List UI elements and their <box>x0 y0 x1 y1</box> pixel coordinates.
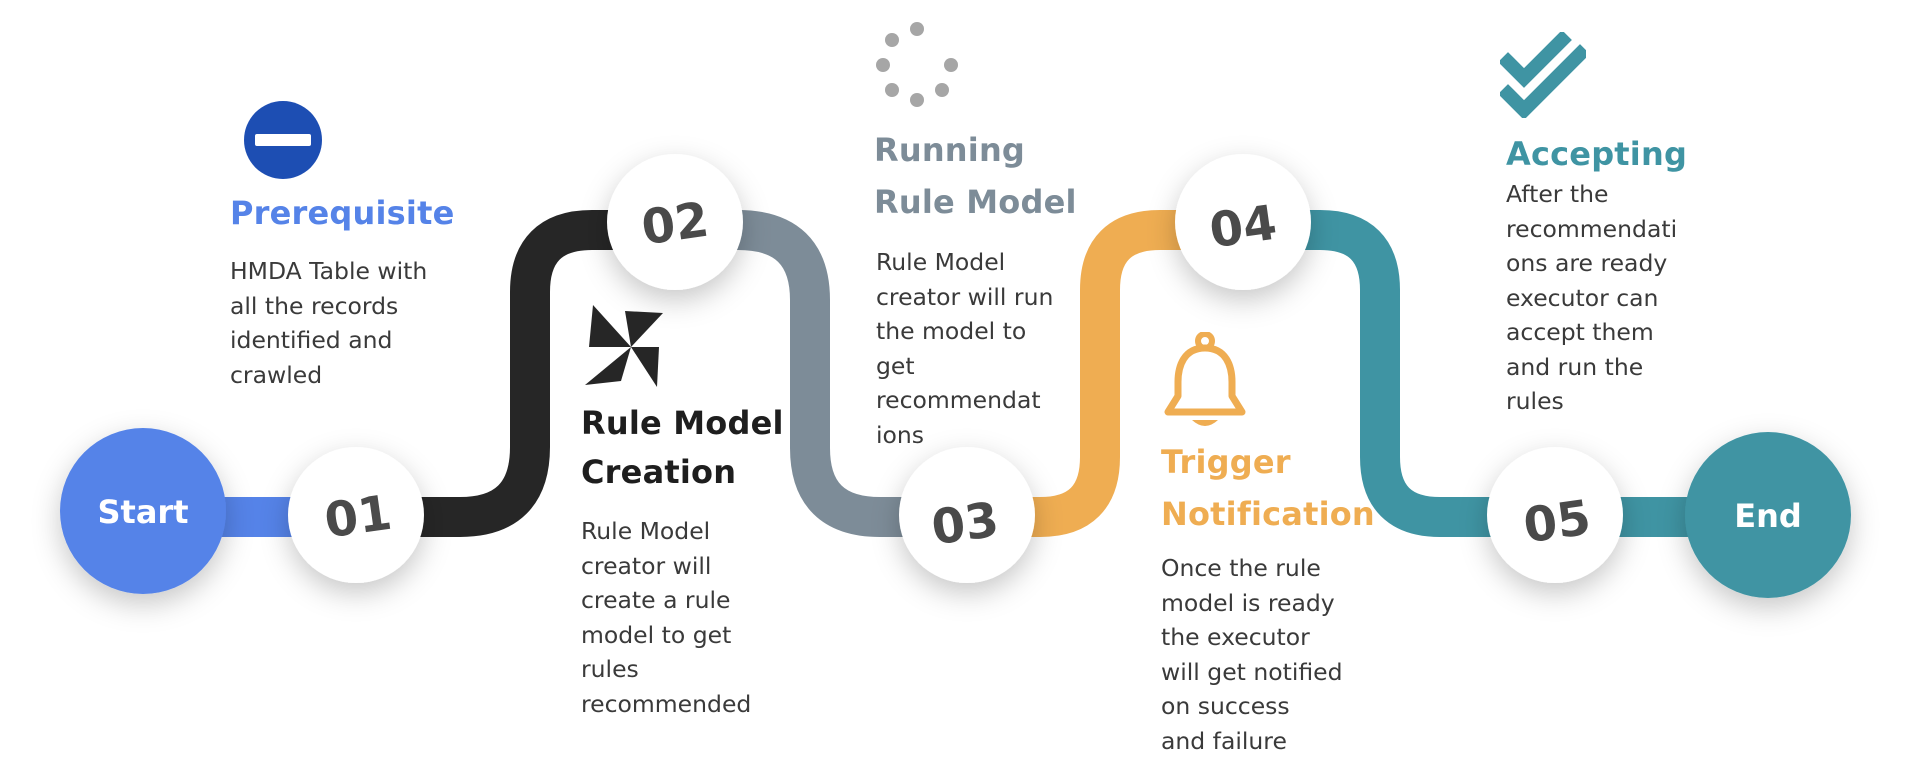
step-03-description: Rule Model creator will run the model to… <box>876 248 1054 449</box>
step-05-circle <box>1487 447 1623 583</box>
step-01-title: Prerequisite <box>230 194 455 232</box>
no-entry-icon <box>244 101 322 179</box>
pinwheel-icon <box>585 305 663 387</box>
step-02-circle <box>607 154 743 290</box>
step-05-title: Accepting <box>1506 135 1688 173</box>
double-check-icon <box>1500 32 1586 118</box>
step-05-description: After the recommendati ons are ready exe… <box>1506 180 1678 415</box>
step-04-title: Trigger Notification <box>1161 443 1375 533</box>
step-01-description: HMDA Table with all the records identifi… <box>230 257 428 389</box>
step-05-number: 05 <box>1520 490 1594 555</box>
loading-spinner-icon <box>876 22 958 107</box>
step-03-title: Running Rule Model <box>874 131 1077 221</box>
bell-icon <box>1164 332 1246 426</box>
track-segment-02 <box>700 210 960 537</box>
step-02-description: Rule Model creator will create a rule mo… <box>581 517 752 718</box>
start-label: Start <box>97 493 188 531</box>
step-02-title: Rule Model Creation <box>581 404 784 491</box>
step-03-circle <box>899 447 1035 583</box>
step-01-circle <box>288 447 424 583</box>
step-04-description: Once the rule model is ready the executo… <box>1161 554 1343 755</box>
step-04-number: 04 <box>1206 195 1280 260</box>
end-label: End <box>1734 497 1802 535</box>
end-circle <box>1685 432 1851 598</box>
step-02-number: 02 <box>638 192 712 257</box>
track-segment-03 <box>1010 210 1220 537</box>
step-04-circle <box>1175 154 1311 290</box>
step-03-number: 03 <box>928 492 1002 557</box>
track-segment-01 <box>380 210 660 537</box>
start-circle <box>60 428 226 594</box>
track-segment-04 <box>1260 210 1520 537</box>
step-01-number: 01 <box>321 485 395 550</box>
